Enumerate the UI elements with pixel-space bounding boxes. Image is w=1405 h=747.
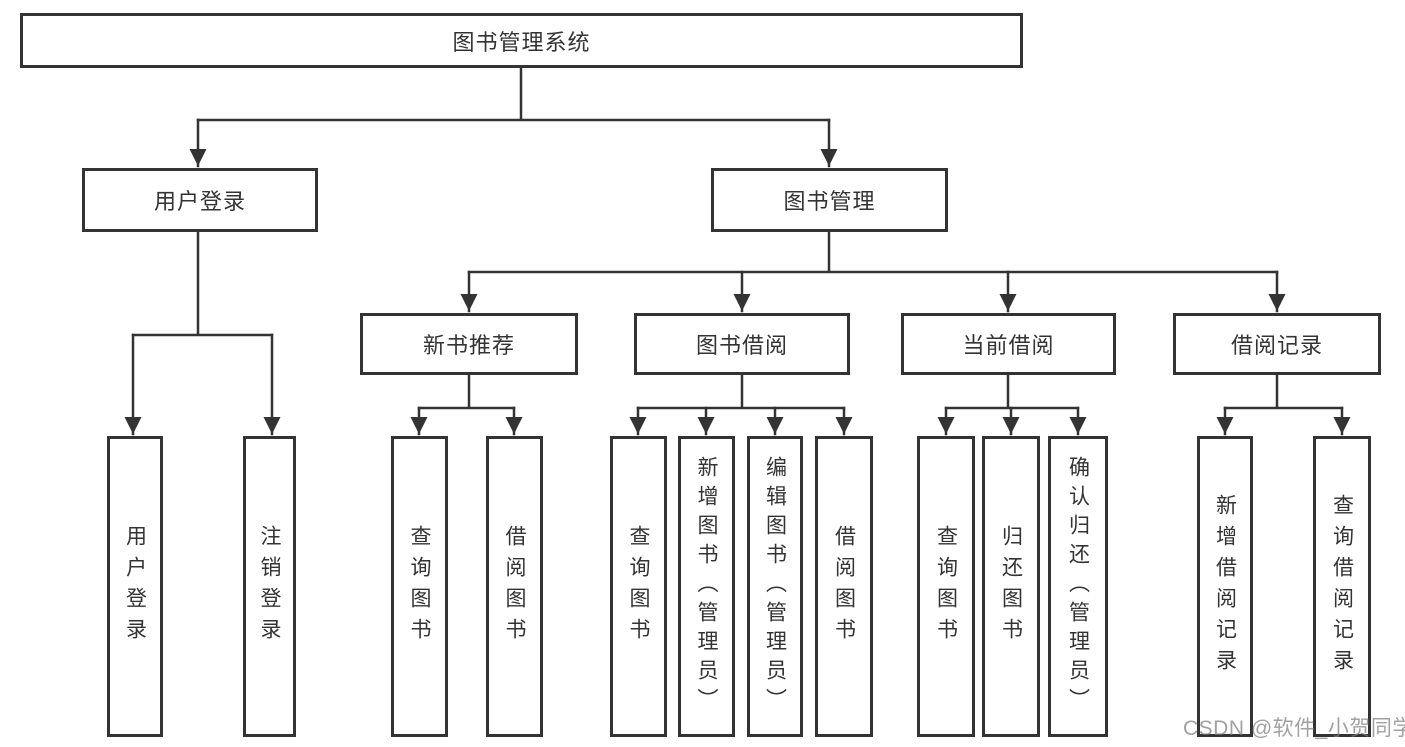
node-return-book: 归还图书: [982, 436, 1040, 737]
node-user-login: 用户登录: [82, 168, 318, 232]
node-book-borrowing-label: 图书借阅: [695, 333, 788, 358]
node-root: 图书管理系统: [20, 13, 1023, 68]
node-current-borrowing: 当前借阅: [901, 313, 1116, 375]
node-new-book-recommend-label: 新书推荐: [422, 333, 515, 358]
node-add-borrow-record-label: 新增借阅记录: [1213, 493, 1237, 680]
connector-current-borrowing-to-leaves: [937, 373, 1087, 436]
node-edit-book-admin-label: 编辑图书（管理员）: [763, 456, 787, 717]
node-user-login-action-label: 用户登录: [123, 524, 147, 649]
node-add-book-admin: 新增图书（管理员）: [678, 436, 735, 737]
node-add-book-admin-label: 新增图书（管理员）: [695, 456, 718, 717]
node-book-management: 图书管理: [711, 168, 948, 232]
connector-borrow-records-to-leaves: [1216, 373, 1351, 436]
csdn-watermark: CSDN @软件_小贺同学: [1183, 717, 1405, 740]
node-book-management-label: 图书管理: [783, 189, 876, 214]
node-root-label: 图书管理系统: [452, 29, 591, 55]
connector-book-borrowing-to-leaves: [629, 373, 853, 436]
node-query-books-3-label: 查询图书: [934, 524, 958, 649]
node-return-book-label: 归还图书: [999, 524, 1023, 649]
node-query-borrow-record: 查询借阅记录: [1313, 436, 1371, 737]
node-new-book-recommend: 新书推荐: [360, 313, 578, 375]
node-logout-action-label: 注销登录: [258, 524, 281, 649]
node-query-books-1: 查询图书: [391, 436, 448, 737]
node-borrow-books-2: 借阅图书: [815, 436, 873, 737]
node-logout-action: 注销登录: [243, 436, 296, 737]
node-borrow-books-1-label: 借阅图书: [503, 524, 526, 649]
node-borrow-books-2-label: 借阅图书: [832, 524, 856, 649]
connector-new-book-recommend-to-leaves: [410, 373, 523, 436]
node-borrow-records-label: 借阅记录: [1230, 333, 1323, 358]
connector-user-login-to-leaves: [124, 230, 281, 436]
node-current-borrowing-label: 当前借阅: [962, 333, 1055, 358]
node-confirm-return-admin: 确认归还（管理员）: [1048, 436, 1108, 737]
node-query-books-3: 查询图书: [917, 436, 975, 737]
node-query-books-2: 查询图书: [610, 436, 667, 737]
node-user-login-label: 用户登录: [153, 189, 246, 214]
node-confirm-return-admin-label: 确认归还（管理员）: [1066, 456, 1090, 717]
node-add-borrow-record: 新增借阅记录: [1197, 436, 1253, 737]
node-borrow-records: 借阅记录: [1173, 313, 1381, 375]
node-borrow-books-1: 借阅图书: [486, 436, 543, 737]
node-edit-book-admin: 编辑图书（管理员）: [747, 436, 803, 737]
node-query-borrow-record-label: 查询借阅记录: [1330, 493, 1354, 680]
node-query-books-1-label: 查询图书: [408, 524, 431, 649]
connector-book-management-to-level3: [460, 230, 1286, 313]
node-query-books-2-label: 查询图书: [627, 524, 650, 649]
node-book-borrowing: 图书借阅: [634, 313, 850, 375]
node-user-login-action: 用户登录: [107, 436, 163, 737]
connector-root-to-level2: [189, 66, 838, 168]
